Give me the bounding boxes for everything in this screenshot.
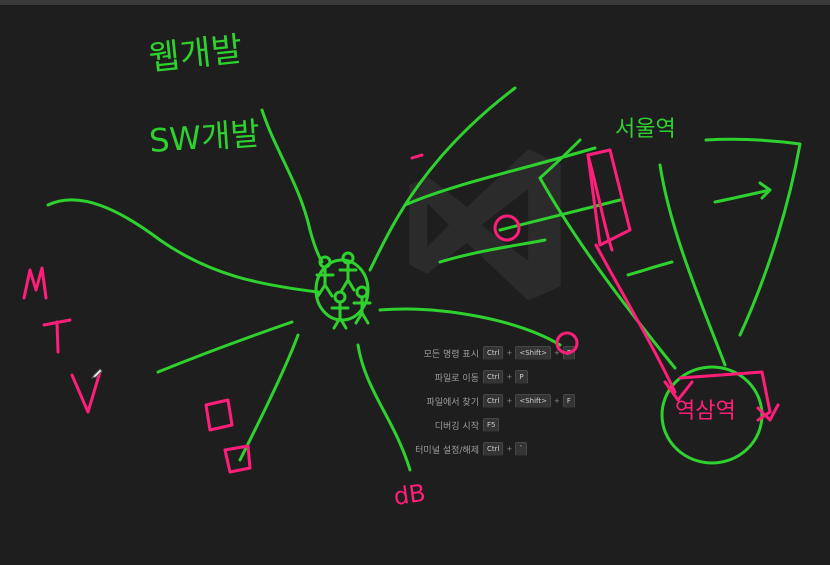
key-cap: ` [515, 442, 527, 456]
handwriting-web-dev: 웹개발 [147, 29, 245, 79]
key-cap: F [562, 394, 575, 408]
plus-sign: + [506, 373, 513, 381]
shortcut-keys: Ctrl + <Shift> + P [483, 346, 576, 360]
shortcut-label: 파일에서 찾기 [426, 398, 479, 408]
shortcut-keys: Ctrl + ` [483, 442, 527, 456]
pen-cursor-icon [90, 368, 103, 379]
ink-branch [356, 343, 412, 472]
ink-funnel [538, 138, 677, 370]
ink-branch [403, 146, 597, 207]
handwriting-db: dB [392, 479, 427, 511]
plus-sign: + [554, 397, 560, 405]
shortcut-keys: Ctrl + P [483, 370, 528, 384]
plus-sign: + [506, 445, 513, 453]
key-cap: Ctrl [483, 346, 504, 360]
shortcut-row: 모든 명령 표시 Ctrl + <Shift> + P [395, 344, 615, 368]
ink-ladder [586, 148, 632, 247]
shortcut-row: 파일로 이동 Ctrl + P [395, 368, 615, 392]
key-cap: F5 [483, 418, 500, 432]
ink-branch [498, 198, 622, 232]
ink-branch [438, 238, 547, 264]
shortcut-label: 디버깅 시작 [434, 422, 479, 432]
key-cap: Ctrl [483, 370, 504, 384]
ink-funnel [704, 137, 802, 337]
ink-box [204, 398, 234, 432]
ink-branch [46, 198, 320, 294]
plus-sign: + [506, 397, 513, 405]
ink-pink-arrow [756, 403, 780, 422]
shortcut-label: 터미널 설정/해제 [415, 446, 479, 456]
ink-letter-m [22, 266, 48, 300]
ink-branch [378, 307, 562, 347]
ink-circle [660, 365, 764, 465]
key-cap: Ctrl [483, 394, 504, 408]
editor-area[interactable] [0, 5, 830, 565]
ink-letter-t [42, 318, 72, 354]
shortcut-row: 디버깅 시작 F5 [395, 416, 615, 440]
ink-pink-circle [555, 331, 579, 355]
handwriting-sw-dev: SW개발 [148, 114, 261, 160]
ink-branch [368, 86, 517, 272]
ink-arrow [626, 260, 674, 277]
ink-branch [156, 320, 294, 374]
ink-letter-v [70, 370, 102, 414]
key-cap: P [515, 370, 528, 384]
shortcut-keys: F5 [483, 418, 500, 432]
ink-branch [238, 333, 300, 462]
plus-sign: + [554, 349, 560, 357]
ink-arrow [713, 181, 772, 204]
ink-funnel [658, 163, 727, 367]
shortcut-label: 파일로 이동 [434, 374, 479, 384]
window-top-bar [0, 0, 830, 5]
handwriting-seoul-station: 서울역 [615, 117, 676, 142]
ink-pink-arrow [663, 380, 694, 402]
plus-sign: + [506, 349, 513, 357]
shortcut-keys: Ctrl + <Shift> + F [483, 394, 575, 408]
ink-pink-circle [493, 214, 521, 242]
welcome-shortcut-list: 모든 명령 표시 Ctrl + <Shift> + P 파일로 이동 Ctrl … [395, 344, 615, 464]
vscode-logo-watermark-icon [409, 149, 561, 301]
shortcut-row: 파일에서 찾기 Ctrl + <Shift> + F [395, 392, 615, 416]
ink-box [223, 444, 252, 474]
ink-pink-line [594, 243, 677, 394]
shortcut-row: 터미널 설정/해제 Ctrl + ` [395, 440, 615, 464]
handwriting-yeoksam-station: 역삼역 [675, 399, 736, 424]
key-cap: Ctrl [483, 442, 504, 456]
key-cap: <Shift> [515, 346, 551, 360]
ink-ladder [586, 153, 614, 252]
ink-branch [260, 108, 324, 264]
key-cap: <Shift> [515, 394, 551, 408]
shortcut-label: 모든 명령 표시 [423, 350, 479, 360]
